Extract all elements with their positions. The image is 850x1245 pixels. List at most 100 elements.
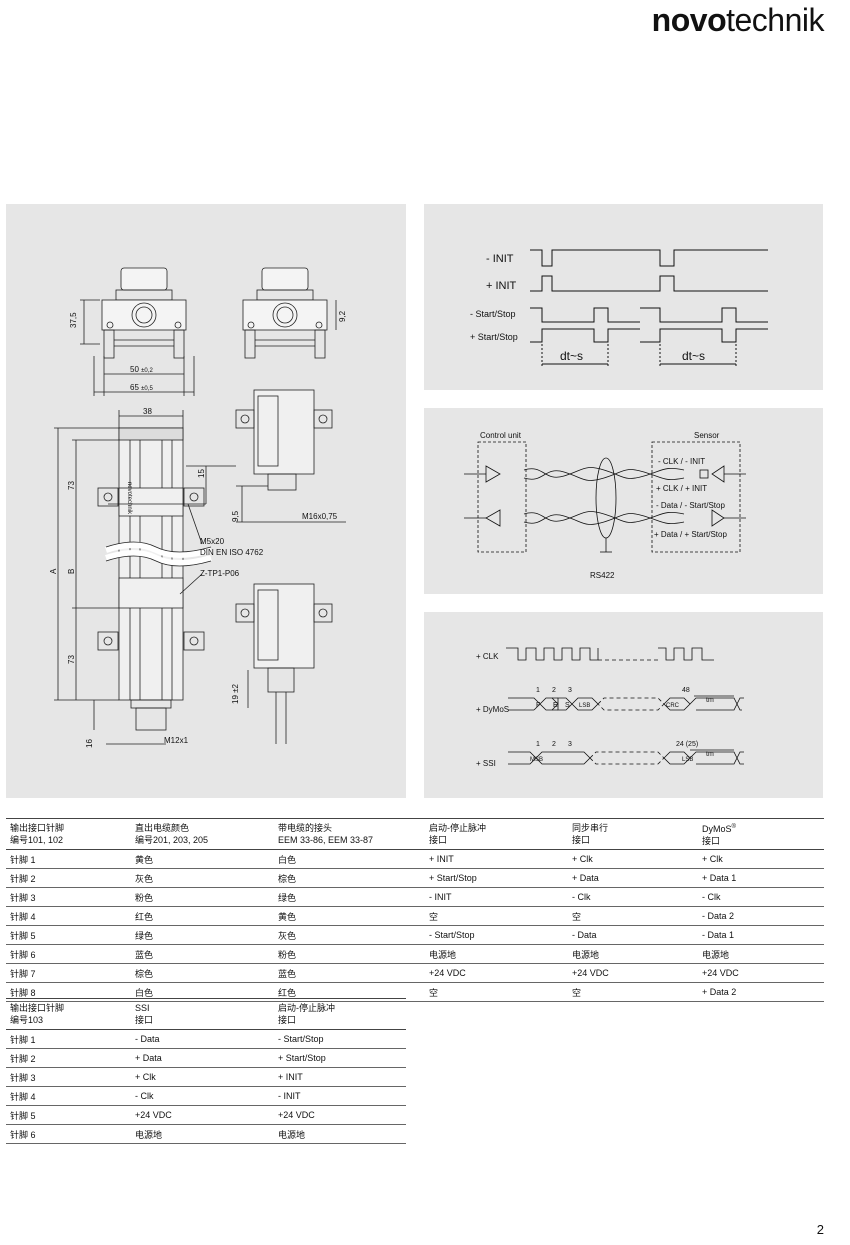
protocol-ssi-label: + SSI (476, 759, 496, 768)
table-cell: 针脚 3 (6, 887, 131, 907)
pinout-table-main-header: 输出接口针脚编号101, 102 直出电缆颜色编号201, 203, 205 带… (6, 818, 824, 850)
circuit-line-2-label: + CLK / + INIT (656, 484, 707, 493)
header-line: 同步串行 (572, 823, 609, 833)
header-line: 编号103 (10, 1015, 44, 1025)
table-cell: 针脚 2 (6, 1048, 131, 1068)
header-line: 输出接口针脚 (10, 1003, 65, 1013)
header-cell: 启动-停止脉冲接口 (274, 998, 406, 1030)
protocol-dymos-bit-1: 1 (536, 687, 540, 694)
protocol-ssi-bit-2: 2 (552, 741, 556, 748)
header-cell: 启动-停止脉冲接口 (425, 818, 568, 850)
table-cell: 灰色 (131, 868, 274, 888)
protocol-clk-label: + CLK (476, 652, 499, 661)
table-cell: 电源地 (274, 1124, 406, 1144)
header-cell: 输出接口针脚编号101, 102 (6, 818, 131, 850)
protocol-dymos-bit-2: 2 (552, 687, 556, 694)
table-cell: 蓝色 (274, 963, 425, 983)
table-cell: + Data 1 (698, 868, 824, 888)
table-cell: +24 VDC (568, 963, 698, 983)
table-cell: +24 VDC (425, 963, 568, 983)
table-cell: 针脚 1 (6, 1029, 131, 1049)
protocol-ssi-bit-3: 3 (568, 741, 572, 748)
dim-9-2: 9,2 (338, 310, 347, 322)
protocol-dymos-lsb: LSB (579, 703, 590, 709)
table-cell: 针脚 5 (6, 1105, 131, 1125)
rs422-circuit-panel: Control unit Sensor - CLK / - INIT + CLK… (424, 408, 823, 594)
header-cell: 输出接口针脚编号103 (6, 998, 131, 1030)
table-cell: 粉色 (274, 944, 425, 964)
table-cell: - Clk (698, 887, 824, 907)
protocol-f-bit: F (536, 702, 540, 709)
header-line: 接口 (702, 836, 721, 846)
header-line: 接口 (135, 1015, 154, 1025)
table-cell: 绿色 (274, 887, 425, 907)
dim-73-bottom: 73 (67, 655, 76, 664)
brand-logo-bold: novo (651, 2, 727, 38)
dim-65-tolerance: ±0,5 (141, 386, 153, 392)
table-cell: - Start/Stop (425, 925, 568, 945)
header-line: 输出接口针脚 (10, 823, 65, 833)
table-cell: - Start/Stop (274, 1029, 406, 1049)
table-cell: 针脚 2 (6, 868, 131, 888)
dim-19: 19 ±2 (231, 683, 240, 704)
table-row: 针脚 4- Clk- INIT (6, 1086, 406, 1106)
screw-din: DIN EN ISO 4762 (200, 548, 264, 557)
rs422-circuit-diagram: Control unit Sensor - CLK / - INIT + CLK… (464, 431, 746, 580)
header-line: 编号101, 102 (10, 835, 64, 845)
table-cell: + Clk (131, 1067, 274, 1087)
circuit-control-unit-label: Control unit (480, 431, 522, 440)
header-line: 带电缆的接头 (278, 823, 333, 833)
header-line: 编号201, 203, 205 (135, 835, 209, 845)
table-cell: + Data (568, 868, 698, 888)
table-cell: + Start/Stop (274, 1048, 406, 1068)
header-line: SSI (135, 1003, 150, 1013)
table-cell: 针脚 5 (6, 925, 131, 945)
table-cell: - Clk (568, 887, 698, 907)
timing-plus-startstop-label: + Start/Stop (470, 332, 518, 342)
table-cell: 黄色 (274, 906, 425, 926)
header-line: DyMoS® (702, 821, 824, 835)
table-cell: + INIT (425, 849, 568, 869)
protocol-timing-panel: + CLK + DyMoS + SSI 1 2 3 48 F E S LSB C… (424, 612, 823, 798)
table-cell: - INIT (425, 887, 568, 907)
table-cell: + Clk (568, 849, 698, 869)
dim-9-5: 9,5 (231, 510, 240, 522)
table-cell: 棕色 (131, 963, 274, 983)
table-cell: - Data (131, 1029, 274, 1049)
header-line: 直出电缆颜色 (135, 823, 190, 833)
protocol-ssi-bit-24: 24 (25) (676, 741, 698, 748)
thread-m12: M12x1 (164, 736, 189, 745)
circuit-line-4-label: + Data / + Start/Stop (654, 530, 727, 539)
timing-dt-2: dt~s (682, 349, 705, 363)
housing-label-1: novotechnik (126, 482, 132, 515)
table-cell: 针脚 4 (6, 906, 131, 926)
dim-50-value: 50 (130, 365, 139, 374)
thread-m16: M16x0,75 (302, 512, 338, 521)
start-stop-timing-panel: - INIT + INIT - Start/Stop + Start/Stop … (424, 204, 823, 390)
table-cell: +24 VDC (274, 1105, 406, 1125)
timing-plus-init-label: + INIT (486, 280, 517, 292)
dim-b: B (67, 569, 76, 574)
protocol-ssi-tm: tm (706, 751, 714, 758)
table-cell: - Clk (131, 1086, 274, 1106)
dymos-name: DyMoS (702, 824, 732, 834)
table-cell: - Data 2 (698, 906, 824, 926)
table-cell: 粉色 (131, 887, 274, 907)
table-row: 针脚 1- Data- Start/Stop (6, 1029, 406, 1049)
circuit-rs422-label: RS422 (590, 571, 615, 580)
table-row: 针脚 3+ Clk+ INIT (6, 1067, 406, 1087)
header-cell: 直出电缆颜色编号201, 203, 205 (131, 818, 274, 850)
table-cell: 蓝色 (131, 944, 274, 964)
dim-73-top: 73 (67, 481, 76, 490)
brand-logo: novotechnik (651, 2, 825, 38)
protocol-dymos-bit-48: 48 (682, 687, 690, 694)
table-cell: + Clk (698, 849, 824, 869)
table-cell: 黄色 (131, 849, 274, 869)
